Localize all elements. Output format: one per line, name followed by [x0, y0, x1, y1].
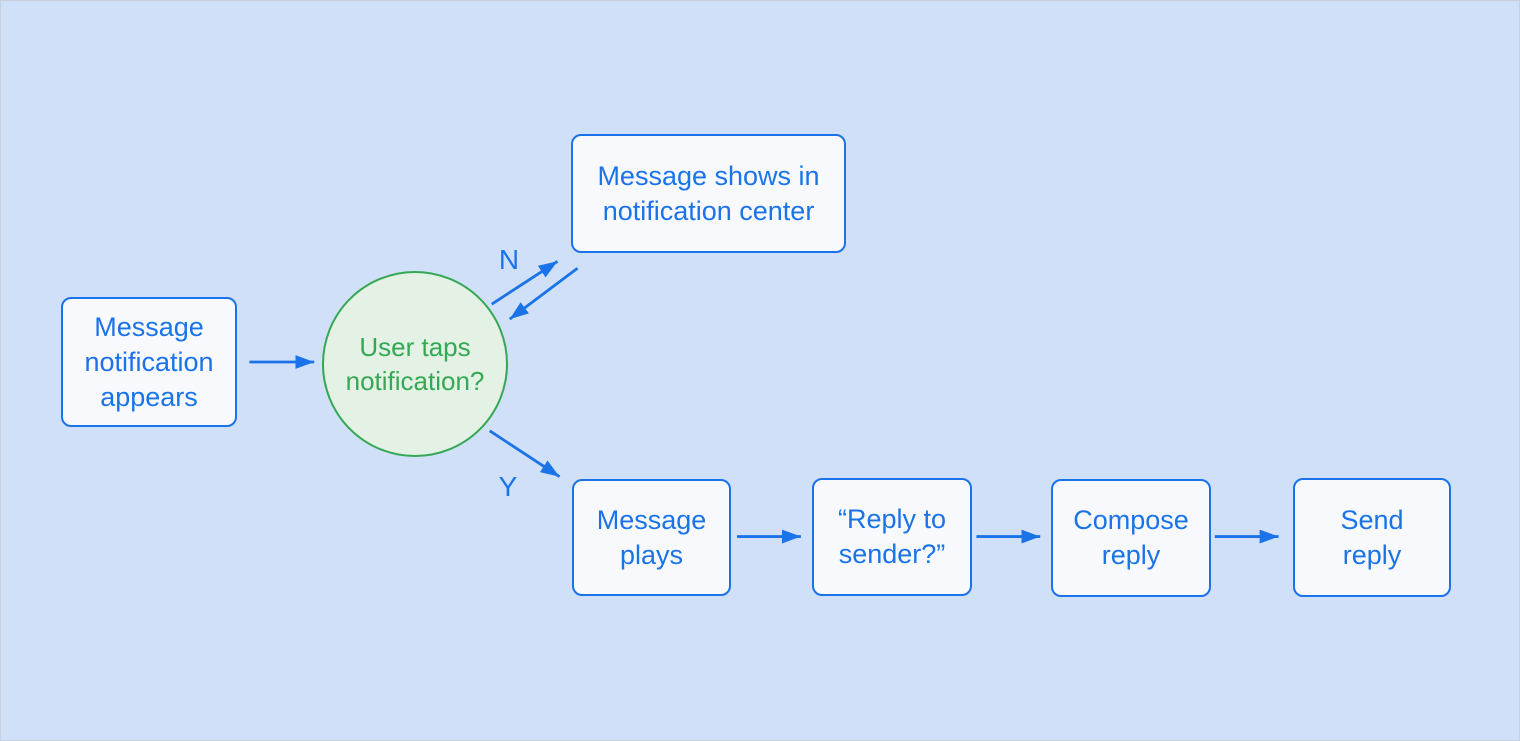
node-compose-reply: Compose reply — [1051, 479, 1211, 597]
node-message-plays: Message plays — [572, 479, 731, 596]
node-reply-to-sender-prompt: “Reply to sender?” — [812, 478, 972, 596]
node-send-reply: Send reply — [1293, 478, 1451, 597]
edge-label-no: N — [498, 244, 520, 275]
edge-label-yes: Y — [498, 471, 518, 502]
node-user-taps-notification-decision: User taps notification? — [322, 271, 508, 457]
edge-notification-center-to-decision — [508, 267, 579, 321]
edge-decision-to-message-plays — [488, 429, 561, 478]
node-message-shows-in-notification-center: Message shows in notification center — [571, 134, 846, 253]
node-message-notification-appears: Message notification appears — [61, 297, 237, 427]
